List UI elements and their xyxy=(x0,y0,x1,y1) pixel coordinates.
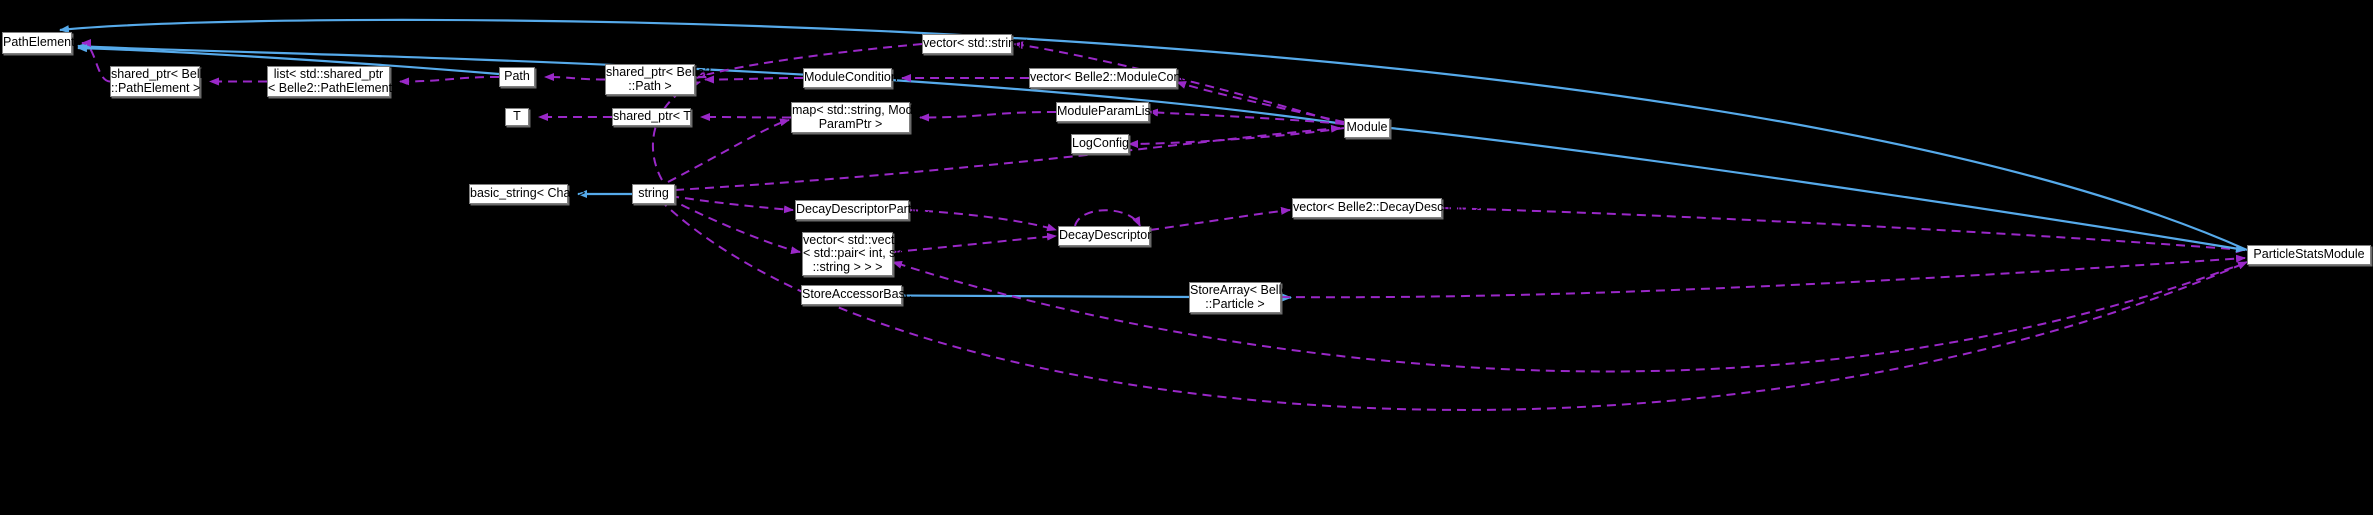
graph-node-label: Module xyxy=(1346,120,1388,135)
graph-node-label: shared_ptr< Belle2 ::PathElement > xyxy=(111,67,217,95)
graph-node-vec_decaydesc[interactable]: vector< Belle2::DecayDescriptor > xyxy=(1292,198,1483,218)
graph-node-label: string xyxy=(638,186,669,201)
graph-node-label: basic_string< Char > xyxy=(470,186,586,201)
graph-node-sp_t[interactable]: shared_ptr< T > xyxy=(612,108,702,126)
edge-particlestatsmodule-to-vec_vec_pair xyxy=(892,261,2248,373)
edge-module-to-particlestatsmodule xyxy=(1389,126,2246,253)
edge-vec_decaydesc-to-particlestatsmodule xyxy=(1441,207,2246,254)
edge-modulecondition-to-sp_path xyxy=(704,75,804,84)
graph-node-list_sp_pathelem[interactable]: list< std::shared_ptr < Belle2::PathElem… xyxy=(267,66,414,97)
graph-node-label: map< std::string, Module ParamPtr > xyxy=(792,103,930,131)
graph-node-label: PathElement xyxy=(3,35,75,50)
edge-module-to-logconfig xyxy=(1128,127,1345,148)
graph-node-label: Path xyxy=(504,69,530,84)
edge-string-to-sp_path xyxy=(652,80,701,181)
graph-node-label: vector< std::vector < std::pair< int, st… xyxy=(803,232,906,274)
graph-node-basic_string_char[interactable]: basic_string< Char > xyxy=(469,184,586,204)
graph-node-decaydescriptor[interactable]: DecayDescriptor xyxy=(1058,226,1152,246)
edge-decaydescparticle-to-decaydescriptor xyxy=(908,209,1057,232)
edge-module-to-vec_modulecondition xyxy=(1176,81,1345,123)
edge-moduleparamlist-to-map_string_mpp xyxy=(919,111,1057,122)
edge-sp_path-to-path xyxy=(544,73,606,82)
graph-node-map_string_mpp[interactable]: map< std::string, Module ParamPtr > xyxy=(791,102,930,133)
graph-node-path[interactable]: Path xyxy=(499,67,535,87)
graph-node-vec_modulecondition[interactable]: vector< Belle2::ModuleCondition > xyxy=(1029,68,1222,88)
graph-node-modulecondition[interactable]: ModuleCondition xyxy=(803,68,898,88)
edge-string-to-map_string_mpp xyxy=(667,118,790,183)
graph-node-label: shared_ptr< Belle2 ::Path > xyxy=(606,65,712,93)
graph-node-label: vector< Belle2::ModuleCondition > xyxy=(1030,70,1222,85)
graph-node-label: shared_ptr< T > xyxy=(613,109,702,124)
graph-node-storeaccessorbase[interactable]: StoreAccessorBase xyxy=(801,285,912,305)
edge-string-to-module xyxy=(674,124,1341,191)
edge-vec_vec_pair-to-decaydescriptor xyxy=(892,232,1057,253)
graph-node-label: StoreAccessorBase xyxy=(802,287,912,302)
graph-node-label: ModuleParamList xyxy=(1057,104,1155,119)
edge-sp_pathelement-to-pathelement xyxy=(81,39,111,83)
graph-node-sp_pathelement[interactable]: shared_ptr< Belle2 ::PathElement > xyxy=(110,66,217,97)
edge-module-to-moduleparamlist xyxy=(1148,108,1345,125)
edge-map_string_mpp-to-sp_t xyxy=(700,113,792,122)
graph-node-particlestatsmodule[interactable]: ParticleStatsModule xyxy=(2247,245,2371,265)
edge-path-to-list_sp_pathelem xyxy=(399,76,500,86)
graph-node-moduleparamlist[interactable]: ModuleParamList xyxy=(1056,102,1155,122)
edge-storearray_particle-to-particlestatsmodule xyxy=(1280,254,2246,299)
edge-decaydescriptor-to-decaydescriptor xyxy=(1074,209,1141,227)
graph-node-pathelement[interactable]: PathElement xyxy=(2,32,75,54)
graph-node-label: ParticleStatsModule xyxy=(2253,247,2365,262)
edge-particlestatsmodule-to-pathelement xyxy=(59,18,2248,252)
graph-node-label: DecayDescriptorParticle xyxy=(796,202,931,217)
graph-node-label: vector< Belle2::DecayDescriptor > xyxy=(1293,200,1483,215)
graph-node-label: list< std::shared_ptr < Belle2::PathElem… xyxy=(268,67,414,95)
graph-node-module[interactable]: Module xyxy=(1344,118,1390,138)
graph-node-logconfig[interactable]: LogConfig xyxy=(1071,134,1129,154)
graph-node-sp_path[interactable]: shared_ptr< Belle2 ::Path > xyxy=(605,64,712,95)
graph-node-vec_vec_pair[interactable]: vector< std::vector < std::pair< int, st… xyxy=(802,232,906,276)
edge-decaydescriptor-to-vec_decaydesc xyxy=(1149,206,1291,231)
graph-node-label: vector< std::string > xyxy=(923,36,1033,51)
graph-node-label: T xyxy=(513,109,521,124)
graph-node-storearray_particle[interactable]: StoreArray< Belle2 ::Particle > xyxy=(1189,282,1296,313)
graph-node-label: LogConfig xyxy=(1072,136,1129,151)
edge-string-to-decaydescparticle xyxy=(669,195,794,214)
graph-node-string[interactable]: string xyxy=(632,184,675,204)
graph-node-decaydescparticle[interactable]: DecayDescriptorParticle xyxy=(795,200,931,220)
graph-node-label: DecayDescriptor xyxy=(1059,228,1152,243)
graph-node-vec_string[interactable]: vector< std::string > xyxy=(922,34,1033,54)
edge-string-to-vec_vec_pair xyxy=(667,197,801,255)
graph-node-label: StoreArray< Belle2 ::Particle > xyxy=(1190,283,1296,311)
graph-node-t[interactable]: T xyxy=(505,108,529,126)
graph-node-label: ModuleCondition xyxy=(804,70,898,85)
